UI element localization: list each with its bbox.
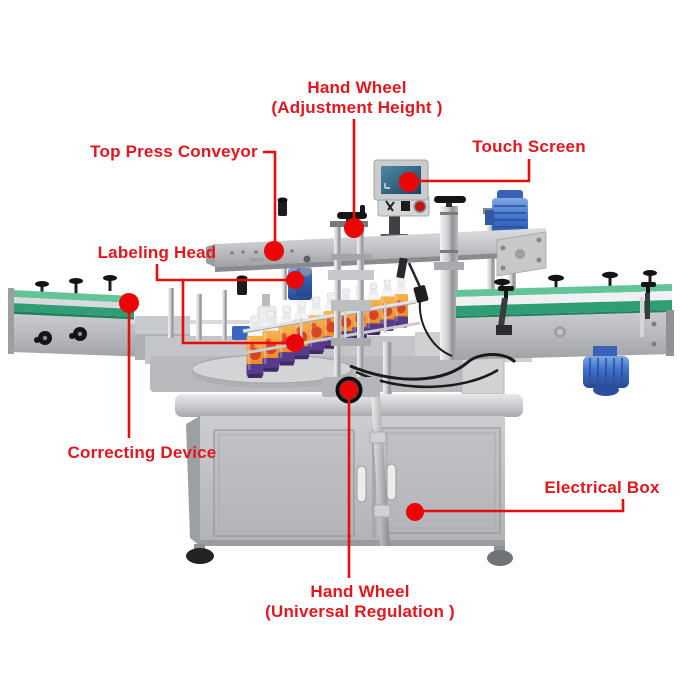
label-top-press-conveyor: Top Press Conveyor [90, 142, 258, 161]
key-switch-icon [401, 201, 410, 211]
star-knob [34, 327, 87, 345]
label-labeling-head: Labeling Head [97, 243, 217, 262]
cabinet-door-right [381, 427, 501, 534]
right-outfeed-conveyor [456, 270, 674, 396]
rail-knob [35, 275, 117, 297]
touch-screen-dot [399, 172, 419, 192]
hand-wheel-height-dot [344, 218, 364, 238]
emergency-stop-button [415, 201, 425, 212]
top-press-conveyor-dot [264, 241, 284, 261]
conveyor-gearmotor [583, 346, 629, 396]
label-touch-screen: Touch Screen [472, 137, 586, 156]
cabinet-door-left [213, 429, 355, 537]
rail-clamp [496, 286, 514, 335]
label-hand-wheel-height-line2: (Adjustment Height ) [271, 98, 443, 117]
touch-screen-line [417, 159, 531, 183]
leveling-foot [186, 544, 513, 566]
label-hand-wheel-universal: Hand Wheel (Universal Regulation ) [265, 582, 455, 622]
top-press-conveyor-beam [206, 197, 546, 272]
rail-clamp [640, 282, 656, 337]
labeling-head-dot-1 [286, 271, 304, 289]
label-electrical-box: Electrical Box [544, 478, 660, 497]
hand-wheel-universal-dot [340, 381, 358, 399]
selector-switch-icon [385, 200, 395, 212]
label-hand-wheel-universal-line1: Hand Wheel [310, 582, 410, 601]
correcting-device-dot [119, 293, 139, 313]
label-hand-wheel-height-line1: Hand Wheel [307, 78, 407, 97]
label-hand-wheel-universal-line2: (Universal Regulation ) [265, 602, 455, 621]
door-handle-right [386, 463, 397, 501]
label-hand-wheel-height: Hand Wheel (Adjustment Height ) [271, 78, 442, 118]
machine-cabinet [175, 394, 523, 566]
touch-screen-panel [373, 159, 430, 243]
side-hand-column [434, 196, 466, 360]
labeling-head-line-2 [181, 280, 288, 345]
annotation-lines [127, 119, 625, 578]
left-infeed-conveyor [8, 275, 175, 358]
beam-end-plate [496, 231, 547, 277]
labeling-head-line-1 [155, 264, 288, 282]
label-sensor [396, 257, 429, 303]
label-correcting-device: Correcting Device [67, 443, 217, 462]
rail-knob [494, 270, 657, 294]
labeling-head-dot-2 [286, 334, 304, 352]
electrical-box-dot [406, 503, 424, 521]
hmi-stand-pole [389, 212, 400, 240]
door-handle-left [356, 465, 367, 503]
top-press-conveyor-line [263, 150, 277, 244]
electrical-box-line [423, 499, 625, 513]
annotation-dots [119, 172, 424, 521]
